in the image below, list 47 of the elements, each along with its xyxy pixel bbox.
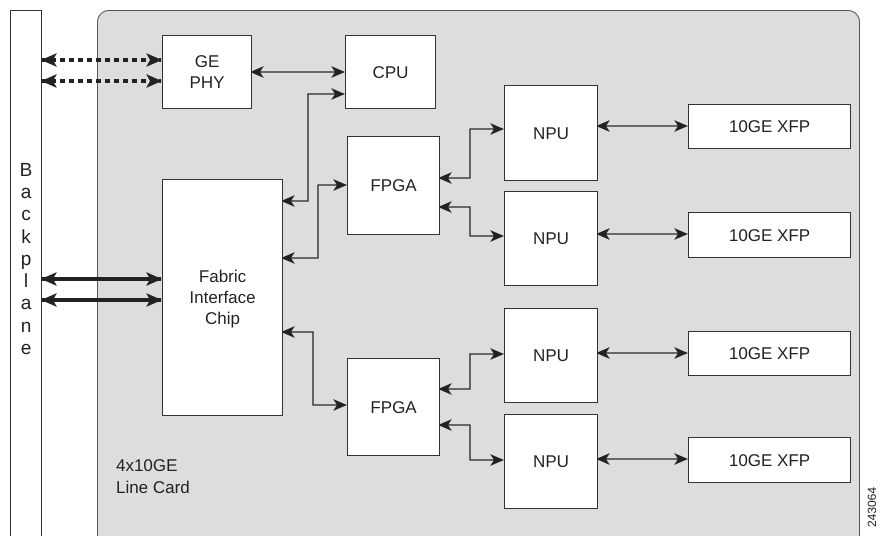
component-label: 10GE XFP: [728, 450, 812, 470]
component-box: [347, 136, 440, 235]
connector-arrow: [281, 179, 347, 264]
connector-arrow: [41, 74, 162, 88]
connector-arrow: [250, 66, 345, 78]
component-box: [688, 331, 851, 376]
connector-arrow: [41, 272, 162, 286]
backplane-label: Backplane: [19, 160, 33, 360]
component-label: NPU: [532, 122, 570, 144]
connector-arrow: [596, 453, 688, 465]
connector-arrow: [41, 53, 162, 67]
component-label: FPGA: [369, 396, 418, 418]
component-label: 10GE XFP: [728, 116, 812, 137]
component-label: CPU: [372, 62, 410, 82]
component-label: Fabric Interface Chip: [188, 266, 257, 329]
component-box: [688, 212, 851, 258]
component-box: [504, 414, 598, 509]
connector-arrow: [596, 228, 688, 240]
component-label: NPU: [532, 228, 570, 249]
backplane-bar: [10, 10, 42, 536]
line-card-panel: [97, 10, 860, 536]
connector-arrow: [438, 123, 504, 184]
component-label: FPGA: [369, 175, 418, 196]
connector-arrow: [438, 419, 504, 466]
connector-arrow: [438, 348, 504, 395]
component-box: [688, 437, 851, 483]
connector-arrow: [281, 326, 347, 411]
component-box: [162, 179, 283, 416]
connector-arrow: [41, 293, 162, 307]
connector-arrow: [596, 347, 688, 359]
component-box: [504, 308, 598, 403]
connector-arrow: [281, 88, 345, 207]
component-label: 10GE XFP: [728, 343, 812, 364]
component-label: NPU: [532, 451, 570, 472]
component-label: NPU: [532, 345, 570, 366]
card-title: 4x10GE Line Card: [116, 455, 191, 499]
connector-arrow: [438, 201, 504, 242]
component-box: [162, 35, 252, 109]
component-box: [688, 104, 851, 149]
component-box: [504, 85, 598, 181]
component-box: [345, 35, 436, 109]
component-box: [504, 191, 598, 286]
component-label: GE PHY: [188, 51, 226, 93]
component-label: 10GE XFP: [728, 224, 812, 246]
connector-arrow: [596, 120, 688, 132]
figure-number: 243064: [865, 486, 879, 530]
component-box: [347, 358, 440, 456]
